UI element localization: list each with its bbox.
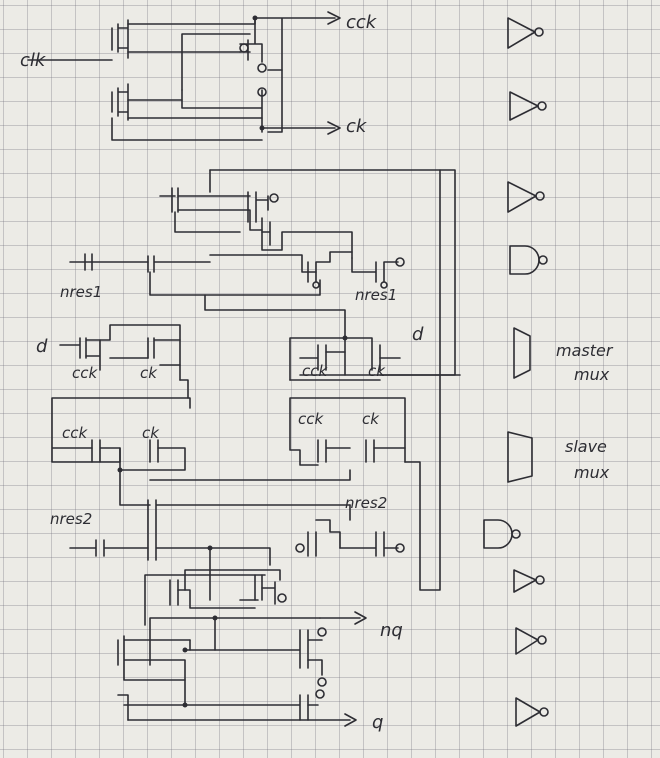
label-ck-master-1: ck — [140, 364, 158, 382]
label-ck-out: ck — [346, 116, 368, 137]
gate-symbol-inverter-3 — [507, 181, 545, 213]
legend-slave-line2: mux — [574, 463, 610, 482]
nq-output-stage — [117, 627, 327, 687]
clock-inverter-2 — [111, 69, 341, 141]
master-mux — [59, 324, 461, 399]
legend-slave-line1: slave — [565, 437, 607, 456]
slave-mux — [51, 169, 441, 591]
label-clk: clk — [20, 50, 47, 71]
label-nres1-left: nres1 — [60, 283, 102, 301]
label-ck-slave-1: ck — [142, 424, 160, 442]
legend-master-line2: mux — [574, 365, 610, 384]
label-nres2-right: nres2 — [345, 494, 387, 512]
master-feedback-block — [159, 169, 456, 376]
label-nq-out: nq — [380, 620, 403, 641]
q-output-stage — [117, 679, 357, 727]
nres2-nand — [69, 499, 405, 601]
label-ck-master-2: ck — [368, 362, 386, 380]
label-q-out: q — [372, 712, 383, 733]
gate-symbol-inverter-5 — [515, 627, 547, 655]
gate-symbol-inverter-2 — [509, 91, 547, 121]
label-d-left: d — [36, 336, 48, 357]
gate-symbol-slave-mux — [507, 431, 533, 483]
gate-symbol-inverter-4 — [513, 569, 545, 593]
label-nres1-right: nres1 — [355, 286, 397, 304]
label-cck-master-2: cck — [302, 362, 328, 380]
label-d-right: d — [412, 324, 424, 345]
label-nres2-left: nres2 — [50, 510, 92, 528]
label-cck-slave-2: cck — [298, 410, 324, 428]
output-latch — [144, 569, 367, 666]
gate-symbol-inverter-1 — [507, 17, 544, 49]
label-cck-master-1: cck — [72, 364, 98, 382]
label-cck-out: cck — [346, 12, 378, 33]
label-ck-slave-2: ck — [362, 410, 380, 428]
nres1-nand — [69, 251, 405, 339]
gate-symbol-master-mux — [513, 327, 531, 379]
gate-symbol-nand-1 — [509, 245, 548, 275]
gate-symbol-inverter-6 — [515, 697, 549, 727]
legend-master-line1: master — [556, 341, 614, 360]
label-cck-slave-1: cck — [62, 424, 88, 442]
gate-symbol-nand-2 — [483, 519, 521, 549]
clock-inverter-1 — [27, 11, 341, 91]
